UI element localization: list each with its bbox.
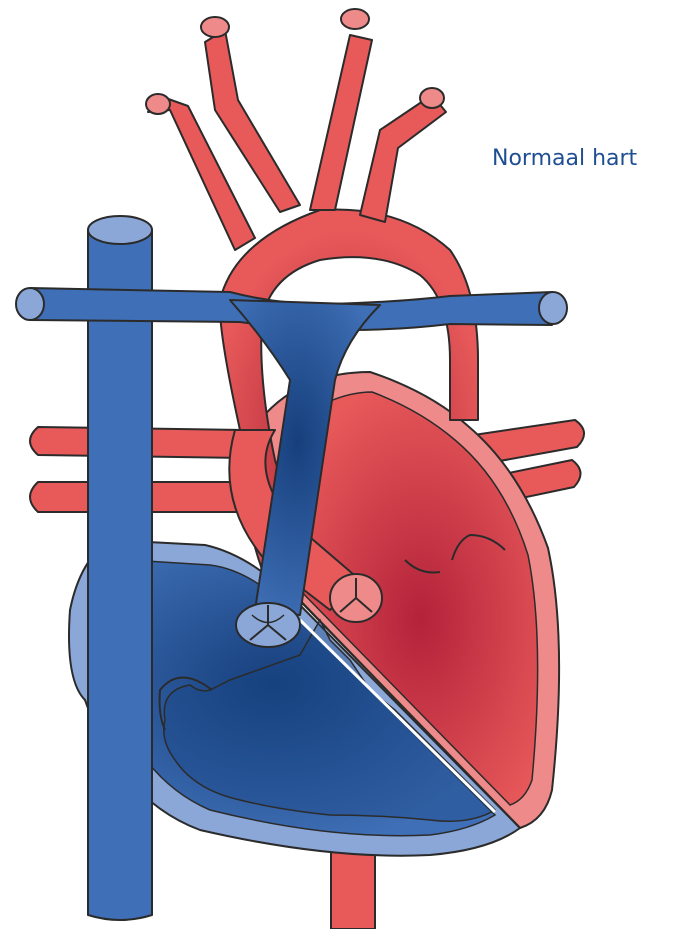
pulmonary-valve: [236, 603, 300, 647]
aortic-valve: [330, 574, 382, 622]
